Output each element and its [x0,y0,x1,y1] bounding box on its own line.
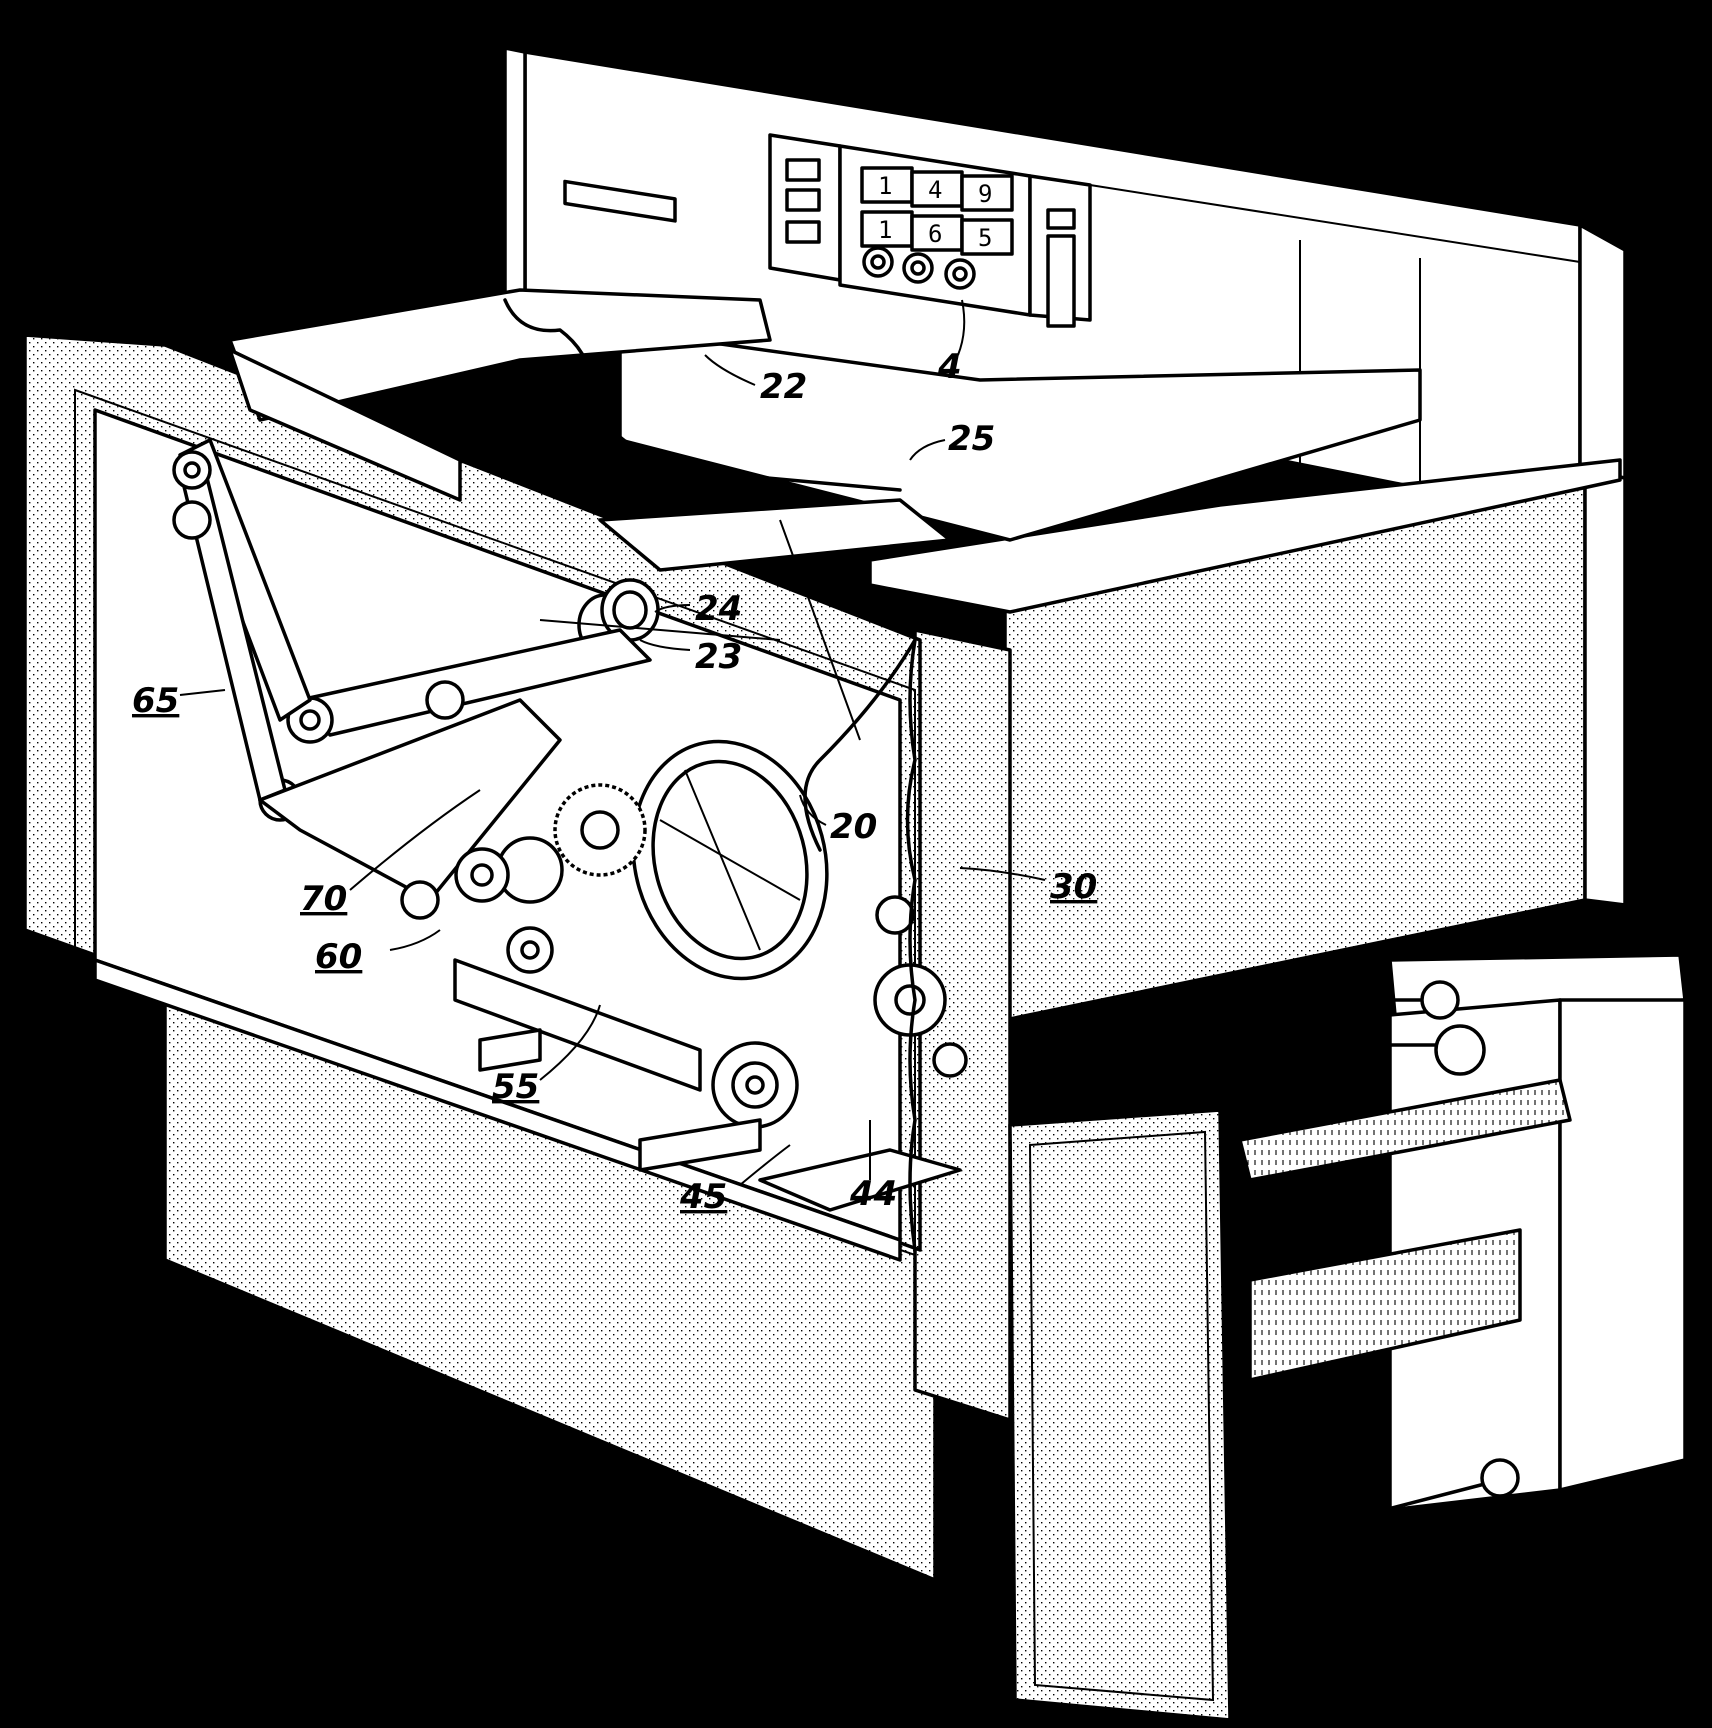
display-digit: 1 [878,172,892,200]
reference-label-25: 25 [948,419,995,459]
photoconductor-drum [631,739,829,981]
display-digit: 4 [928,176,942,204]
reference-label-45: 45 [679,1177,727,1217]
sorter-unit [1008,953,1687,1722]
display-digit: 1 [878,216,892,244]
reference-label-24: 24 [695,589,742,629]
internal-mechanism [172,288,968,1252]
reference-label-44: 44 [849,1174,897,1214]
reference-label-23: 23 [695,637,742,677]
reference-label-65: 65 [132,681,179,721]
reference-label-30: 30 [1050,867,1097,907]
reference-label-22: 22 [760,367,807,407]
leader-lines [179,299,1046,1186]
reference-label-60: 60 [315,937,362,977]
document-cover [228,288,772,422]
fuser-assembly [711,1041,799,1129]
reference-label-70: 70 [300,879,347,919]
linkage-arm [172,438,312,802]
reference-label-55: 55 [492,1067,539,1107]
display-digit: 9 [978,180,992,208]
sorter-door [1008,1108,1232,1722]
output-bin [1238,1078,1572,1182]
display-digit: 6 [928,220,942,248]
reference-numerals: 4 20 22 23 24 25 30 44 45 55 60 65 70 [132,347,1097,1217]
document-sheet [598,498,952,572]
control-knobs [862,246,976,290]
counter-display: 1 4 9 1 6 5 [860,166,1014,256]
reference-label-20: 20 [830,807,877,847]
console-slot [563,179,677,223]
drive-gear [553,783,647,877]
display-digit: 5 [978,224,992,252]
